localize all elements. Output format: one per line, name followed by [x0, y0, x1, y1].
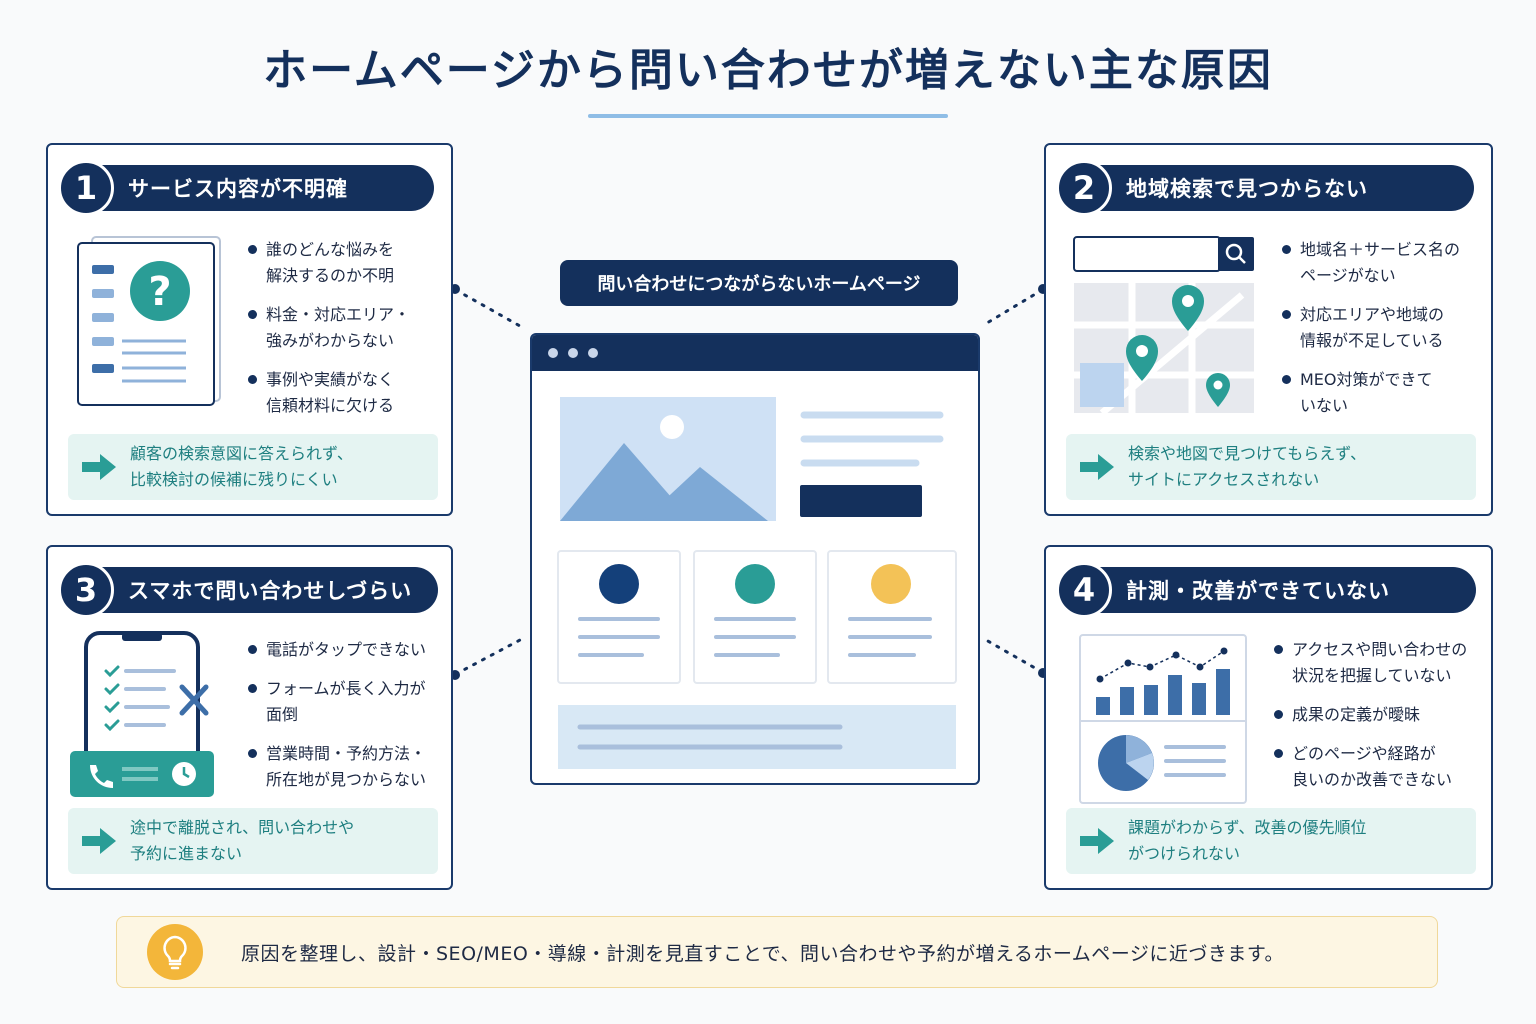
- card-number: 1: [58, 160, 114, 216]
- summary-banner: 原因を整理し、設計・SEO/MEO・導線・計測を見直すことで、問い合わせや予約が…: [116, 916, 1438, 988]
- arrow-right-icon: [82, 828, 116, 854]
- list-item: 対応エリアや地域の 情報が不足している: [1282, 302, 1460, 354]
- window-dot: [548, 348, 558, 358]
- card-title: スマホで問い合わせしづらい: [128, 579, 413, 603]
- card-header: 2 地域検索で見つからない: [1056, 160, 1474, 216]
- list-item: フォームが長く入力が 面倒: [248, 676, 426, 728]
- list-item: どのページや経路が 良いのか改善できない: [1274, 741, 1467, 793]
- result-box: 課題がわからず、改善の優先順位 がつけられない: [1066, 808, 1476, 874]
- card-number: 2: [1056, 160, 1112, 216]
- browser-mockup: [530, 333, 980, 785]
- result-text: 顧客の検索意図に答えられず、 比較検討の候補に残りにくい: [130, 444, 353, 489]
- analytics-chart-icon: [1079, 634, 1247, 804]
- list-item: 誰のどんな悩みを 解決するのか不明: [248, 237, 410, 289]
- list-item: 料金・対応エリア・ 強みがわからない: [248, 302, 410, 354]
- svg-text:?: ?: [148, 269, 171, 315]
- list-item: アクセスや問い合わせの 状況を把握していない: [1274, 637, 1467, 689]
- center-label: 問い合わせにつながらないホームページ: [560, 260, 958, 306]
- card-header: 3 スマホで問い合わせしづらい: [58, 562, 438, 618]
- map-search-icon: [1073, 236, 1254, 416]
- list-item: MEO対策ができて いない: [1282, 367, 1460, 419]
- card-title: サービス内容が不明確: [128, 177, 348, 201]
- card-number: 3: [58, 562, 114, 618]
- result-text: 途中で離脱され、問い合わせや 予約に進まない: [130, 818, 355, 863]
- list-item: 成果の定義が曖昧: [1274, 702, 1467, 728]
- webpage-wireframe: [557, 397, 957, 769]
- cause-card-1: 1 サービス内容が不明確 ? 誰のどんな悩みを 解決するのか不明 料金・対応エリ…: [46, 143, 453, 516]
- result-box: 検索や地図で見つけてもらえず、 サイトにアクセスされない: [1066, 434, 1476, 500]
- list-item: 電話がタップできない: [248, 637, 426, 663]
- cause-list: 地域名＋サービス名の ページがない 対応エリアや地域の 情報が不足している ME…: [1282, 237, 1460, 432]
- result-box: 途中で離脱され、問い合わせや 予約に進まない: [68, 808, 438, 874]
- cause-card-3: 3 スマホで問い合わせしづらい 電話がタップできない フォームが長く入力: [46, 545, 453, 890]
- list-item: 営業時間・予約方法・ 所在地が見つからない: [248, 741, 426, 793]
- arrow-right-icon: [82, 454, 116, 480]
- card-header: 1 サービス内容が不明確: [58, 160, 434, 216]
- arrow-right-icon: [1080, 454, 1114, 480]
- cause-card-4: 4 計測・改善ができていない アクセスや問い合わせの 状況を把握していない 成: [1044, 545, 1493, 890]
- page-title: ホームページから問い合わせが増えない主な原因: [263, 45, 1273, 96]
- title-underline: [588, 114, 948, 118]
- arrow-right-icon: [1080, 828, 1114, 854]
- list-item: 事例や実績がなく 信頼材料に欠ける: [248, 367, 410, 419]
- cause-list: 電話がタップできない フォームが長く入力が 面倒 営業時間・予約方法・ 所在地が…: [248, 637, 426, 806]
- cause-list: アクセスや問い合わせの 状況を把握していない 成果の定義が曖昧 どのページや経路…: [1274, 637, 1467, 806]
- result-text: 課題がわからず、改善の優先順位 がつけられない: [1128, 818, 1367, 863]
- lightbulb-icon: [147, 924, 203, 980]
- window-dot: [588, 348, 598, 358]
- list-item: 地域名＋サービス名の ページがない: [1282, 237, 1460, 289]
- card-title: 計測・改善ができていない: [1126, 579, 1390, 603]
- card-title: 地域検索で見つからない: [1126, 177, 1368, 201]
- cause-list: 誰のどんな悩みを 解決するのか不明 料金・対応エリア・ 強みがわからない 事例や…: [248, 237, 410, 432]
- result-text: 検索や地図で見つけてもらえず、 サイトにアクセスされない: [1128, 444, 1367, 489]
- card-header: 4 計測・改善ができていない: [1056, 562, 1476, 618]
- summary-text: 原因を整理し、設計・SEO/MEO・導線・計測を見直すことで、問い合わせや予約が…: [241, 942, 1285, 965]
- result-box: 顧客の検索意図に答えられず、 比較検討の候補に残りにくい: [68, 434, 438, 500]
- document-question-icon: ?: [77, 236, 221, 406]
- smartphone-form-icon: [70, 631, 214, 797]
- browser-title-bar: [532, 335, 978, 371]
- card-number: 4: [1056, 562, 1112, 618]
- cause-card-2: 2 地域検索で見つからない 地域名＋サービス名の ページがない 対応エリアや地域…: [1044, 143, 1493, 516]
- window-dot: [568, 348, 578, 358]
